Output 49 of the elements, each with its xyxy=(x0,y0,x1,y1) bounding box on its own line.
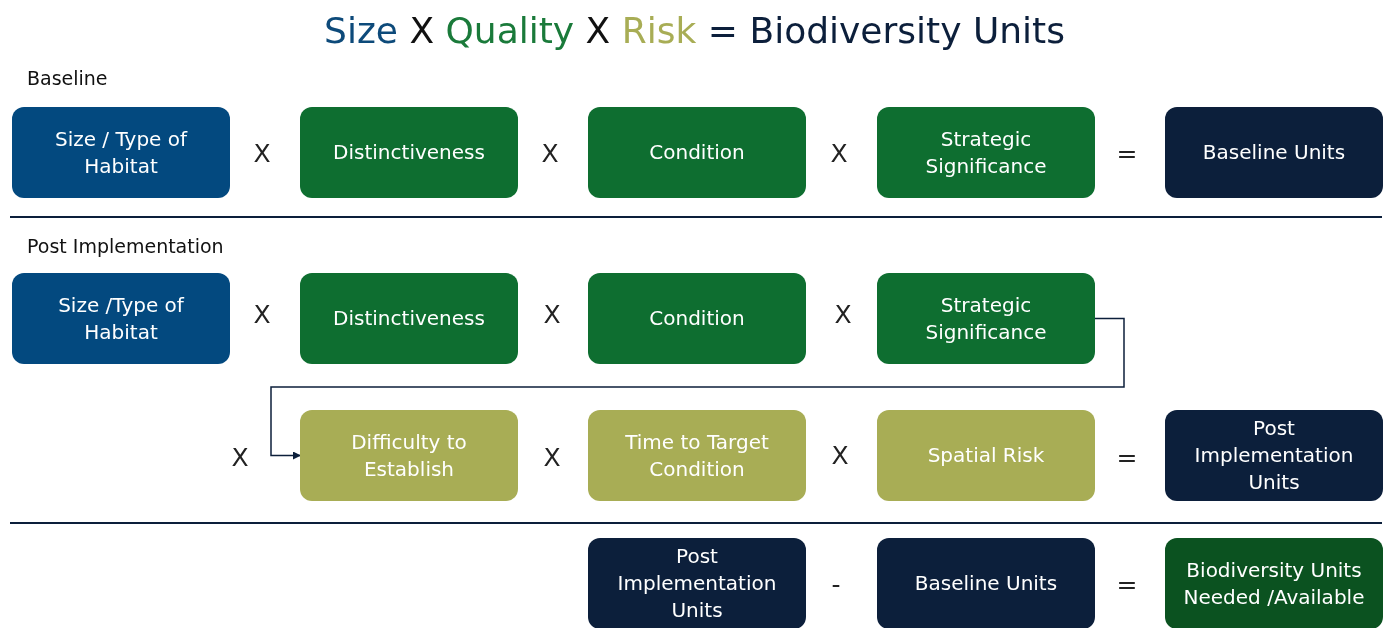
connector-arrow xyxy=(270,317,1125,460)
box-text: Post Implementation Units xyxy=(1193,415,1355,496)
process-box xyxy=(1165,410,1383,501)
box-text: Distinctiveness xyxy=(333,139,485,166)
box-text: Size / Type of Habitat xyxy=(53,125,189,180)
operator-sign: X xyxy=(253,299,271,329)
operator-sign: = xyxy=(1116,442,1138,472)
operator-sign: X xyxy=(543,442,561,472)
operator-sign: X xyxy=(541,138,559,168)
process-box xyxy=(1165,538,1383,628)
process-box xyxy=(12,107,230,198)
box-text: Difficulty to Establish xyxy=(350,428,468,483)
operator-sign: X xyxy=(831,440,849,470)
box-text: Strategic Significance xyxy=(924,125,1048,180)
diagram-title: Size X Quality X Risk = Biodiversity Units xyxy=(323,10,1066,51)
process-box xyxy=(588,273,806,364)
operator-sign: = xyxy=(1116,569,1138,599)
box-text: Strategic Significance xyxy=(924,291,1048,346)
operator-sign: X xyxy=(231,442,249,472)
box-text: Condition xyxy=(649,305,745,332)
operator-sign: X xyxy=(253,138,271,168)
box-text: Baseline Units xyxy=(914,570,1058,597)
process-box xyxy=(588,538,806,628)
process-box xyxy=(300,273,518,364)
process-box xyxy=(12,273,230,364)
operator-sign: = xyxy=(1116,138,1138,168)
box-text: Spatial Risk xyxy=(927,442,1045,469)
box-text: Condition xyxy=(649,139,745,166)
process-box xyxy=(877,273,1095,364)
operator-sign: X xyxy=(830,138,848,168)
process-box xyxy=(588,410,806,501)
process-box xyxy=(877,410,1095,501)
process-box xyxy=(877,538,1095,628)
operator-sign: X xyxy=(834,299,852,329)
operator-sign: - xyxy=(831,569,841,599)
box-text: Post Implementation Units xyxy=(616,543,778,624)
box-text: Time to Target Condition xyxy=(624,428,770,483)
process-box xyxy=(877,107,1095,198)
process-box xyxy=(588,107,806,198)
process-box xyxy=(300,410,518,501)
box-text: Baseline Units xyxy=(1202,139,1346,166)
operator-sign: X xyxy=(543,299,561,329)
box-text: Size /Type of Habitat xyxy=(57,291,186,346)
section-heading: Baseline xyxy=(27,67,108,89)
section-heading: Post Implementation xyxy=(27,235,224,257)
box-text: Distinctiveness xyxy=(333,305,485,332)
box-text: Biodiversity Units Needed /Available xyxy=(1182,556,1366,611)
process-box xyxy=(300,107,518,198)
process-box xyxy=(1165,107,1383,198)
